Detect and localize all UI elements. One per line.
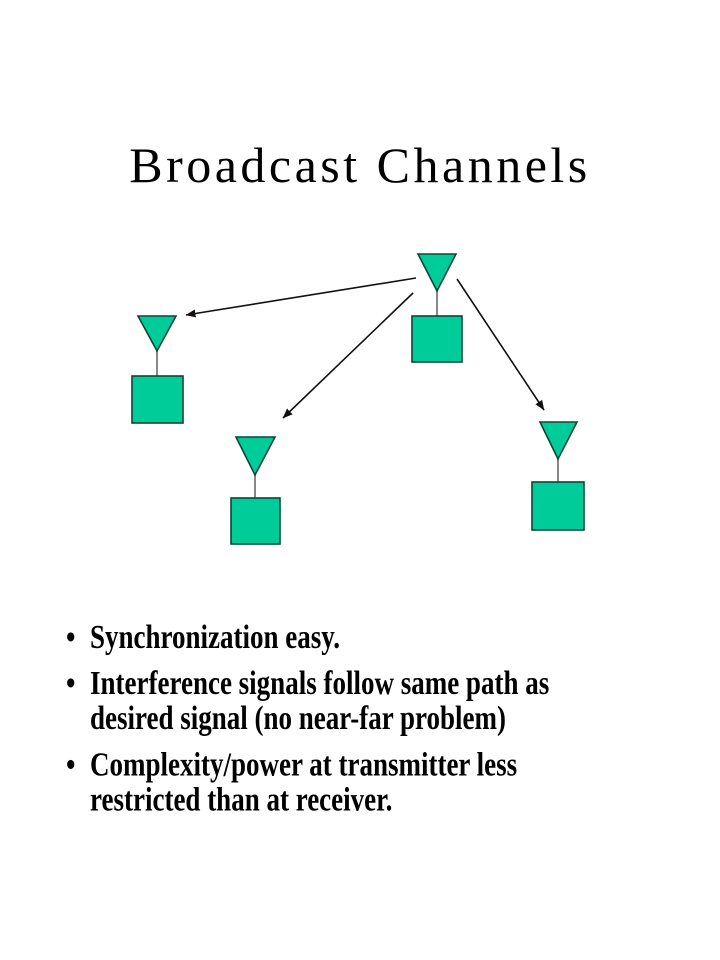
bullet-item: • Synchronization easy. [66, 619, 626, 654]
bullet-list: • Synchronization easy. • Interference sign… [66, 619, 626, 817]
broadcast-arrow-middle [282, 292, 414, 419]
antenna-triangle-icon [416, 253, 458, 293]
antenna-triangle-icon [538, 421, 579, 461]
broadcast-arrows [185, 277, 545, 419]
bullet-item: • Interference signals follow same path a… [66, 665, 626, 735]
antenna-triangle-icon [136, 315, 178, 353]
bullet-text: Interference signals follow same path as… [90, 664, 550, 737]
bullet-marker-icon: • [66, 745, 76, 783]
antenna-triangle-icon [234, 436, 277, 477]
base-station-box [531, 481, 585, 531]
receiver-antenna-middle [230, 436, 281, 545]
base-station-box [230, 497, 281, 545]
bullet-text: Synchronization easy. [90, 617, 341, 656]
slide-title: Broadcast Channels [129, 137, 591, 193]
bullet-marker-icon: • [66, 664, 76, 702]
base-station-box [131, 375, 184, 424]
receiver-antenna-left [131, 315, 184, 424]
bullet-marker-icon: • [66, 617, 76, 656]
receiver-antenna-right [531, 421, 585, 531]
broadcast-arrow-left [185, 277, 417, 318]
bullet-text: Complexity/power at transmitter less res… [90, 745, 518, 818]
bullet-item: • Complexity/power at transmitter less re… [66, 747, 626, 817]
broadcast-arrow-right [456, 278, 545, 411]
transmitter-antenna [411, 253, 463, 363]
antennas [131, 253, 585, 545]
base-station-box [411, 315, 463, 363]
